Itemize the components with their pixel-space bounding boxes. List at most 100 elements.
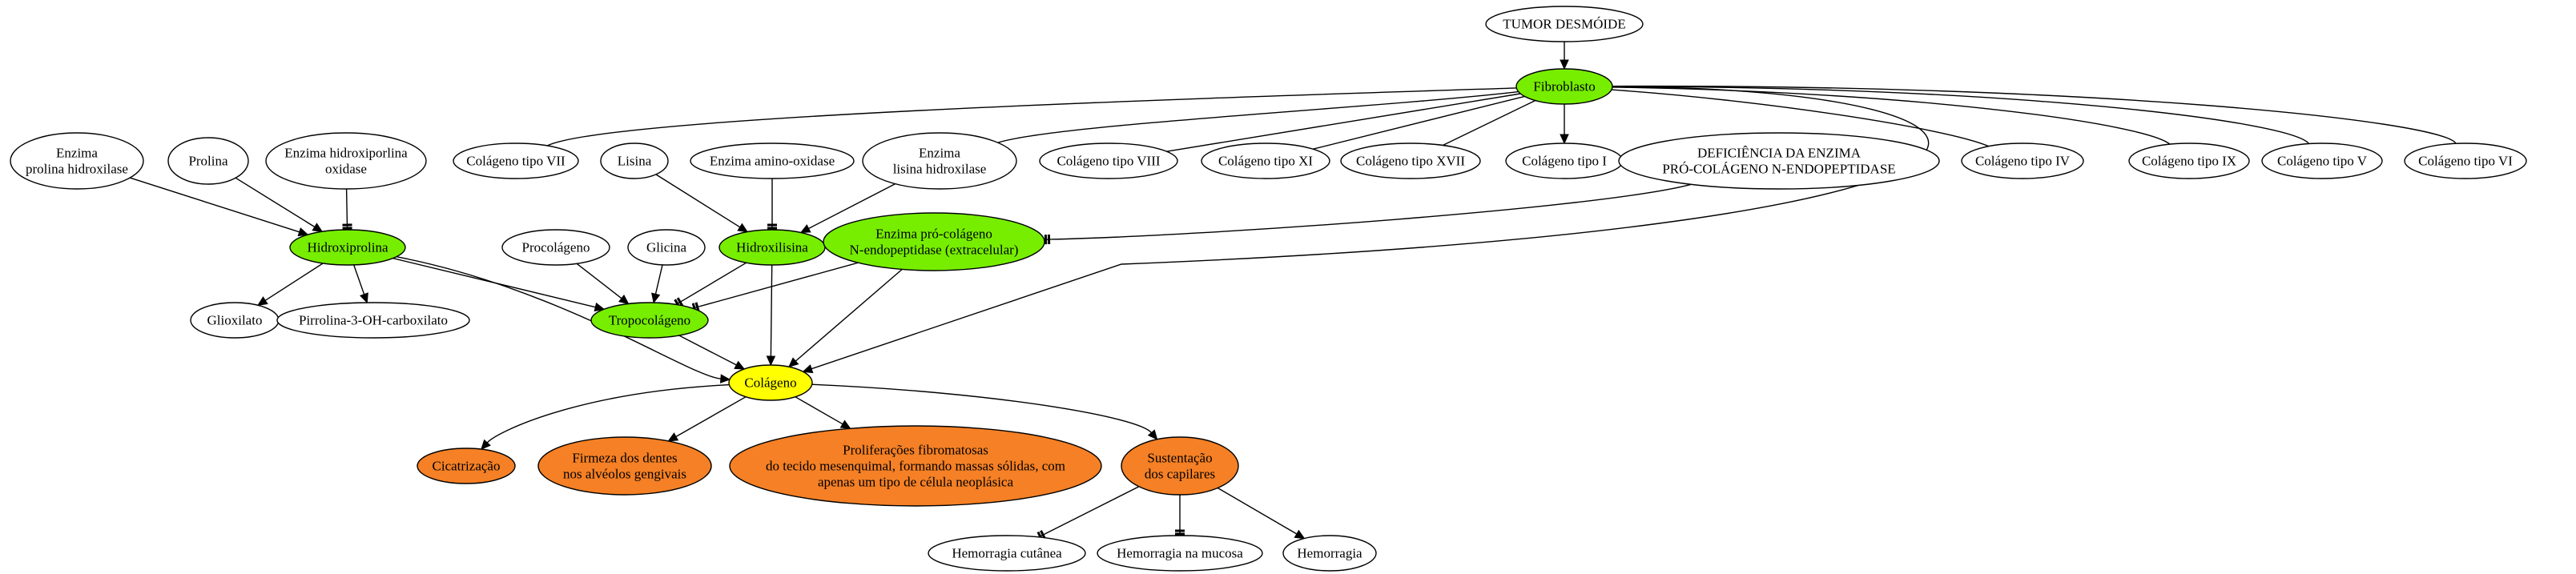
edge-fibroblasto-to-col9 — [1612, 86, 2171, 145]
arrowhead — [297, 227, 309, 237]
edge-sustentacao-to-hemCutanea — [1036, 486, 1140, 542]
edge-line — [675, 396, 747, 438]
node-label: Colágeno tipo V — [2277, 154, 2368, 169]
node-hidroxilisina: Hidroxilisina — [718, 229, 826, 266]
node-ellipse — [1618, 132, 1940, 190]
node-col1: Colágeno tipo I — [1505, 142, 1624, 179]
node-hemCutanea: Hemorragia cutânea — [928, 535, 1086, 572]
edge-colageno-to-proliferacoes — [795, 396, 851, 429]
edges-layer — [129, 42, 2457, 542]
node-label: prolina hidroxilase — [26, 162, 128, 177]
edge-line — [654, 264, 663, 295]
arrowhead — [594, 302, 606, 312]
node-fibroblasto: Fibroblasto — [1515, 68, 1613, 105]
arrowhead — [1560, 59, 1569, 70]
node-ellipse — [10, 132, 144, 190]
edge-enzHidroxi-to-hidroxiprolina — [342, 188, 352, 231]
arrowhead — [719, 374, 731, 383]
node-ellipse — [590, 302, 709, 339]
edge-line — [1612, 86, 2310, 144]
edge-hidroxilisina-to-colageno — [766, 264, 776, 367]
node-label: Hemorragia — [1297, 546, 1362, 561]
edge-line — [353, 264, 365, 295]
node-ellipse — [728, 364, 813, 401]
edge-line — [546, 87, 1517, 147]
edge-line — [1166, 93, 1521, 152]
node-label: Hidroxilisina — [736, 240, 808, 255]
arrowhead — [734, 360, 746, 370]
edge-sustentacao-to-hemMucosa — [1175, 495, 1185, 536]
node-col11: Colágeno tipo XI — [1201, 142, 1330, 179]
edge-line — [1611, 89, 1989, 147]
node-ellipse — [537, 436, 712, 496]
node-ellipse — [1039, 142, 1178, 179]
node-label: oxidase — [325, 162, 367, 177]
edge-enzPro-to-colageno — [787, 268, 903, 367]
node-label: Enzima pró-colágeno — [875, 227, 992, 242]
node-label: Tropocolágeno — [609, 313, 690, 328]
arrowhead — [802, 364, 814, 374]
edge-lisina-to-hidroxilisina — [655, 174, 749, 233]
edge-line — [795, 396, 843, 425]
arrowhead — [256, 296, 268, 306]
node-ellipse — [265, 132, 427, 190]
edge-fibroblasto-to-col11 — [1313, 95, 1525, 150]
edge-prolina-to-hidroxiprolina — [235, 177, 324, 232]
node-hemorragia: Hemorragia — [1282, 535, 1377, 572]
edge-deficiencia-to-enzPro — [1044, 183, 1692, 245]
edge-line — [1313, 95, 1525, 150]
node-label: Colágeno tipo IV — [1975, 154, 2071, 169]
edge-procolageno-to-tropocolageno — [576, 263, 630, 305]
node-ellipse — [2261, 142, 2383, 179]
node-label: Colágeno — [744, 375, 796, 391]
edge-line — [129, 177, 300, 233]
node-ellipse — [823, 212, 1045, 271]
node-ellipse — [289, 229, 406, 266]
edge-hidroxiprolina-to-tropocolageno — [392, 257, 606, 312]
node-label: Colágeno tipo XVII — [1356, 154, 1465, 169]
node-label: Colágeno tipo IX — [2142, 154, 2236, 169]
node-label: Proliferações fibromatosas — [843, 443, 988, 458]
node-ellipse — [1201, 142, 1330, 179]
node-procolageno: Procolágeno — [501, 229, 610, 266]
node-label: Sustentação — [1147, 451, 1212, 466]
node-label: Enzima hidroxiporlina — [284, 146, 408, 161]
edge-fibroblasto-to-col6 — [1612, 85, 2457, 144]
node-enzAmino: Enzima amino-oxidase — [690, 142, 855, 179]
edge-colageno-to-sustentacao — [811, 383, 1158, 440]
edge-line — [699, 262, 859, 307]
node-tropocolageno: Tropocolágeno — [590, 302, 709, 339]
node-pirrolina: Pirrolina-3-OH-carboxilato — [276, 302, 470, 339]
edge-line — [811, 383, 1153, 433]
edge-line — [795, 268, 903, 362]
node-ellipse — [690, 142, 855, 179]
arrowhead — [1147, 429, 1158, 440]
node-hidroxiprolina: Hidroxiprolina — [289, 229, 406, 266]
arrowhead — [667, 432, 679, 442]
node-label: dos capilares — [1145, 467, 1215, 482]
node-label: Firmeza dos dentes — [572, 451, 677, 466]
edge-line — [1442, 99, 1536, 147]
edge-fibroblasto-to-col17 — [1442, 99, 1536, 147]
node-ellipse — [276, 302, 470, 339]
node-ellipse — [167, 137, 249, 185]
edge-line — [997, 90, 1519, 143]
edge-tumor-to-fibroblasto — [1560, 42, 1569, 70]
node-ellipse — [600, 142, 669, 179]
arrowhead — [618, 294, 630, 305]
edge-fibroblasto-to-col8 — [1166, 93, 1521, 152]
node-ellipse — [1515, 68, 1613, 105]
node-label: PRÓ-COLÁGENO N-ENDOPEPTIDASE — [1662, 162, 1895, 177]
node-label: Enzima — [919, 146, 960, 161]
node-label: Procolágeno — [522, 240, 590, 255]
node-label: Cicatrização — [433, 459, 501, 474]
arrowhead — [359, 292, 368, 304]
node-label: Hemorragia na mucosa — [1117, 546, 1243, 561]
node-label: Prolina — [188, 154, 228, 169]
